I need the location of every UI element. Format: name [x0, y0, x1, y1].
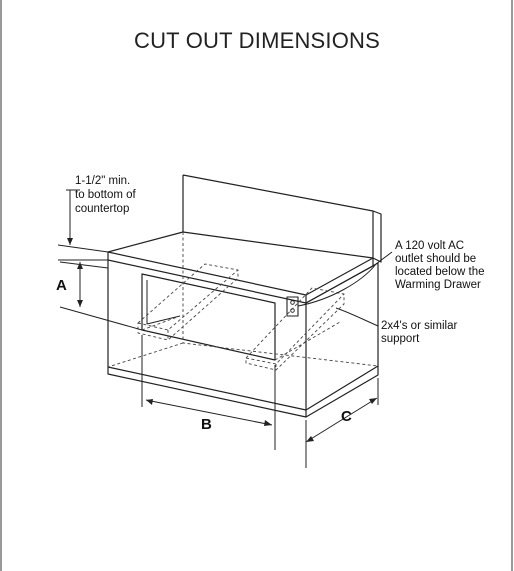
dim-b-line — [141, 335, 276, 450]
hidden-back-edges — [107, 232, 379, 368]
dim-c-label: C — [341, 408, 352, 425]
hidden-cutout-depth — [141, 315, 341, 361]
support-left — [137, 263, 239, 341]
arrow-c-left — [306, 436, 314, 442]
dim-b-label: B — [201, 416, 212, 433]
arrow-b-right — [264, 420, 272, 426]
dim-a-line — [59, 261, 143, 331]
backsplash — [182, 174, 382, 263]
outlet-socket-top — [290, 300, 295, 305]
cutout-opening — [141, 273, 276, 361]
support-right — [245, 287, 345, 371]
min-label-line3: countertop — [75, 203, 129, 215]
outlet-label-line3: located below the — [395, 266, 485, 278]
cabinet-base — [107, 366, 379, 418]
arrow-a-down — [77, 300, 83, 307]
dim-c-line — [305, 378, 379, 468]
min-dim-bracket — [57, 189, 109, 261]
arrow-c-right — [369, 398, 377, 404]
cabinet-side — [305, 262, 379, 411]
outlet-label-line2: outlet should be — [395, 253, 476, 265]
countertop-top — [107, 231, 374, 296]
cabinet-front — [107, 260, 307, 411]
min-label-line1: 1-1/2" min. — [75, 175, 130, 187]
page-title: CUT OUT DIMENSIONS — [133, 28, 381, 53]
arrow-a-up — [77, 262, 83, 269]
outlet-label-line4: Warming Drawer — [395, 279, 481, 291]
min-label-line2: to bottom of — [75, 189, 137, 201]
outlet-leader — [297, 251, 393, 307]
cutout-inner-edge — [146, 280, 181, 325]
support-label-line1: 2x4's or similar — [381, 320, 457, 332]
dim-a-label: A — [56, 277, 67, 294]
support-label-line2: support — [381, 333, 420, 345]
support-leader — [335, 307, 379, 327]
outlet-box — [286, 296, 299, 317]
arrow-min-down — [67, 238, 73, 245]
arrow-b-left — [146, 399, 153, 405]
outlet-label-line1: A 120 volt AC — [395, 240, 464, 252]
